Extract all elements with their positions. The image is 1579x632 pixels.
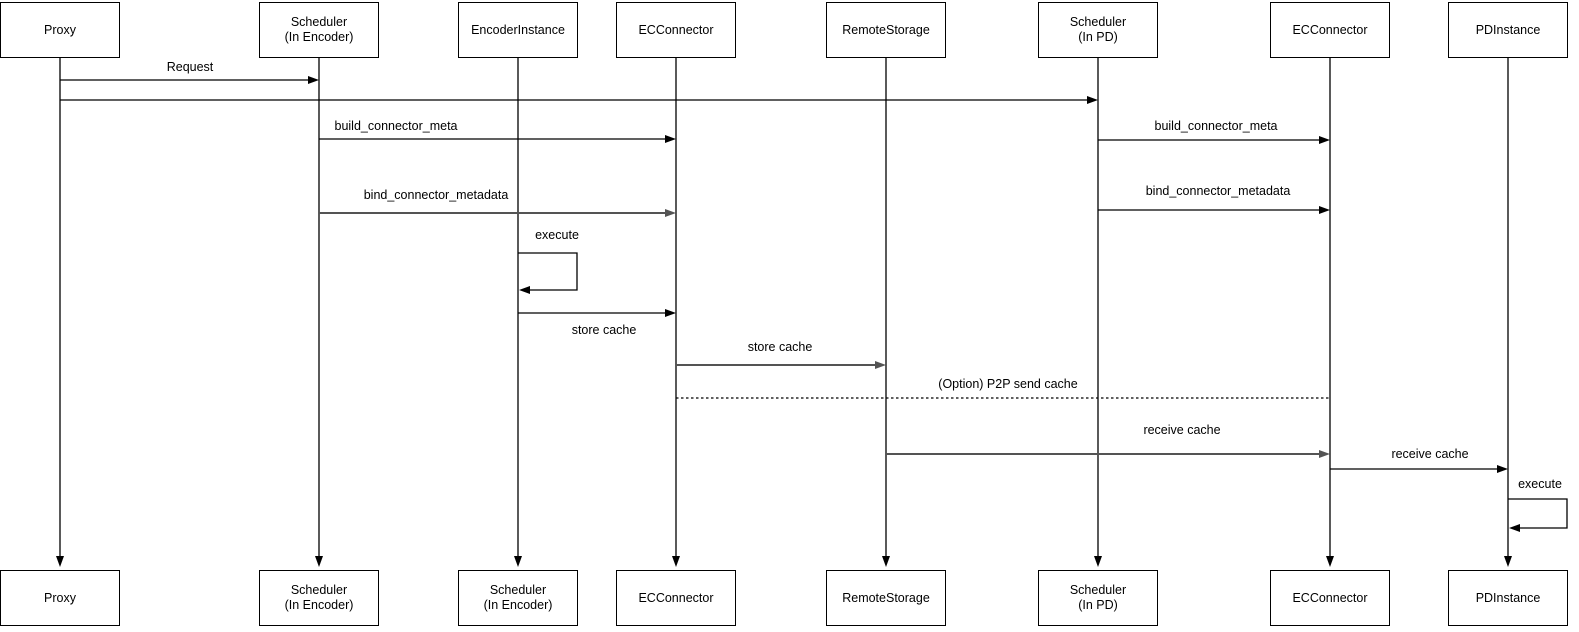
actor-pd-instance-bottom-box: PDInstance (1448, 570, 1568, 626)
message-label-0: Request (166, 60, 214, 74)
message-label-7: store cache (571, 323, 637, 337)
message-label-2: build_connector_meta (334, 119, 458, 133)
actor-label: ECConnector (638, 22, 714, 37)
actor-proxy-top-box: Proxy (0, 2, 120, 58)
message-label-4: bind_connector_metadata (363, 188, 509, 202)
message-label-9: (Option) P2P send cache (938, 377, 1078, 391)
message-label-6: execute (535, 228, 579, 242)
message-arrow-10 (886, 450, 1330, 458)
actor-label: ECConnector (1292, 590, 1368, 605)
lifeline-ecconnector-pd (1326, 58, 1334, 567)
message-arrow-4 (319, 209, 676, 217)
message-arrow-6 (518, 252, 578, 294)
message-arrow-11 (1330, 465, 1508, 473)
actor-label: Scheduler (In Encoder) (284, 15, 354, 44)
actor-remote-storage-bottom-box: RemoteStorage (826, 570, 946, 626)
actor-label: Scheduler (In PD) (1069, 583, 1127, 612)
message-arrow-5 (1098, 206, 1330, 214)
actor-proxy-bottom-box: Proxy (0, 570, 120, 626)
message-label-12: execute (1518, 477, 1562, 491)
actor-ecconnector-pd-bottom-box: ECConnector (1270, 570, 1390, 626)
actor-scheduler-in-pd-bottom-box: Scheduler (In PD) (1038, 570, 1158, 626)
actor-label: RemoteStorage (842, 22, 930, 37)
actor-encoder-instance-top-box: EncoderInstance (458, 2, 578, 58)
actor-label: Scheduler (In PD) (1069, 15, 1127, 44)
message-label-5: bind_connector_metadata (1145, 184, 1291, 198)
lifeline-remote-storage (882, 58, 890, 567)
actor-ecconnector-pd-top-box: ECConnector (1270, 2, 1390, 58)
actor-ecconnector-encoder-bottom-box: ECConnector (616, 570, 736, 626)
actor-scheduler-in-pd-top-box: Scheduler (In PD) (1038, 2, 1158, 58)
actor-ecconnector-encoder-top-box: ECConnector (616, 2, 736, 58)
actor-encoder-instance-bottom-box: Scheduler (In Encoder) (458, 570, 578, 626)
actor-label: PDInstance (1475, 22, 1541, 37)
actor-remote-storage-top-box: RemoteStorage (826, 2, 946, 58)
actor-label: ECConnector (638, 590, 714, 605)
actor-label: Proxy (44, 22, 76, 37)
lifeline-pd-instance (1504, 58, 1512, 567)
actor-scheduler-in-encoder-top-box: Scheduler (In Encoder) (259, 2, 379, 58)
message-label-11: receive cache (1391, 447, 1469, 461)
actor-label: Scheduler (In Encoder) (284, 583, 354, 612)
message-arrow-1 (60, 96, 1098, 104)
lifeline-proxy (56, 58, 64, 567)
message-arrow-2 (319, 135, 676, 143)
actor-label: Proxy (44, 590, 76, 605)
message-label-8: store cache (747, 340, 813, 354)
message-arrow-8 (676, 361, 886, 369)
actor-pd-instance-top-box: PDInstance (1448, 2, 1568, 58)
actor-label: Scheduler (In Encoder) (483, 583, 553, 612)
message-label-3: build_connector_meta (1154, 119, 1278, 133)
actor-label: ECConnector (1292, 22, 1368, 37)
message-arrow-7 (518, 309, 676, 317)
lifeline-encoder-instance (514, 58, 522, 567)
actor-label: RemoteStorage (842, 590, 930, 605)
lifeline-ecconnector-encoder (672, 58, 680, 567)
message-arrow-0 (60, 76, 319, 84)
actor-label: EncoderInstance (471, 22, 565, 37)
message-arrow-3 (1098, 136, 1330, 144)
message-arrow-12 (1508, 498, 1568, 532)
lifeline-scheduler-in-pd (1094, 58, 1102, 567)
lifeline-scheduler-in-encoder (315, 58, 323, 567)
message-label-10: receive cache (1143, 423, 1221, 437)
actor-scheduler-in-encoder-bottom-box: Scheduler (In Encoder) (259, 570, 379, 626)
actor-label: PDInstance (1475, 590, 1541, 605)
